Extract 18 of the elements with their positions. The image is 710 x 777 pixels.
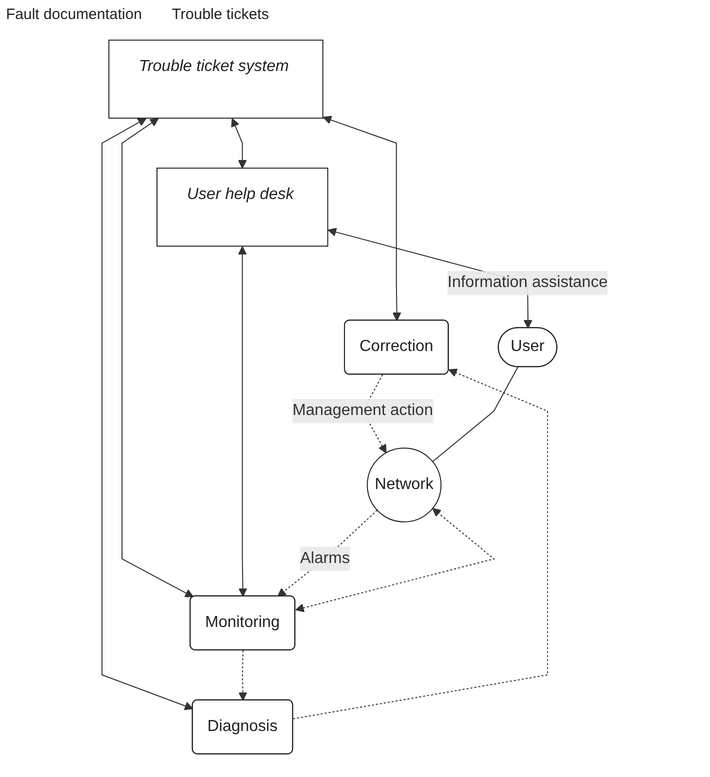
annotation-text: Trouble tickets [172, 6, 269, 23]
arrow [323, 116, 402, 322]
edge-label: Alarms [300, 550, 350, 567]
arrow [231, 118, 247, 169]
edge-label: Information assistance [448, 274, 608, 292]
node-circle: Network [367, 448, 442, 522]
arrow [292, 368, 548, 720]
arrow [122, 118, 194, 598]
node-box: Trouble ticket system [108, 40, 324, 119]
arrow [238, 246, 248, 597]
arrow [278, 510, 378, 597]
arrow [102, 118, 194, 710]
edge-label: Management action [292, 402, 434, 420]
arrow [296, 508, 496, 612]
connector [432, 366, 518, 462]
node-box: User help desk [156, 168, 328, 247]
annotation-text: Fault documentation [6, 6, 142, 23]
arrow [238, 650, 248, 701]
